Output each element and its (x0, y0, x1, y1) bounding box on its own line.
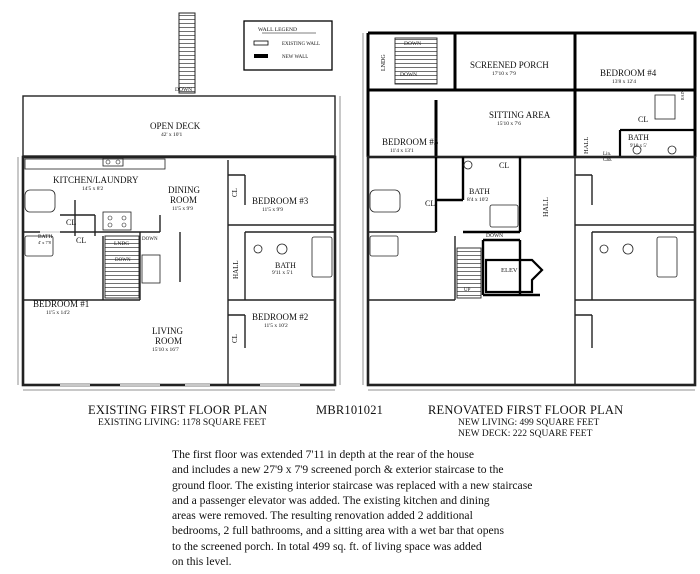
elevator (484, 258, 544, 294)
renovation-description: The first floor was extended 7'11 in dep… (172, 447, 592, 569)
renovated-plan-subtitle-2: NEW DECK: 222 SQUARE FEET (458, 429, 593, 439)
exterior-stair-down: DOWN (175, 87, 192, 93)
laundry-tub (24, 189, 56, 213)
label-up: UP (464, 288, 471, 293)
label-cl-1: CL (76, 236, 86, 245)
renovated-plan-title: RENOVATED FIRST FLOOR PLAN (428, 403, 624, 417)
renovated-plan-subtitle-1: NEW LIVING: 499 SQUARE FEET (458, 418, 600, 428)
description-line: bedrooms, 2 full bathrooms, and a sittin… (172, 524, 504, 538)
label-dining-room: ROOM (170, 195, 197, 205)
house-outline (21, 155, 337, 387)
description-line: ground floor. The existing interior stai… (172, 478, 533, 492)
dim-bedroom-3: 11'5 x 9'9 (262, 207, 283, 213)
label-porch-down-1: DOWN (404, 41, 421, 47)
legend-title: WALL LEGEND (258, 27, 297, 33)
label-cl-bed4: CL (638, 115, 648, 124)
description-line: areas were removed. The resulting renova… (172, 509, 473, 523)
label-bedroom-1: BEDROOM #1 (33, 299, 89, 309)
new-stair (456, 247, 482, 299)
dim-open-deck: 42' x 10'1 (161, 132, 182, 138)
label-porch-down-2: DOWN (400, 72, 417, 78)
dim-screened-porch: 17'10 x 7'9 (492, 71, 516, 77)
description-line: and a passenger elevator was added. The … (172, 493, 490, 507)
label-lndg: LNDG (114, 241, 129, 247)
dim-bedroom-5: 11'4 x 13'1 (390, 148, 414, 154)
plan-code: MBR101021 (316, 403, 384, 417)
new-wall-swatch (254, 54, 268, 58)
label-cl-bed5: CL (425, 199, 435, 208)
label-stair-down: DOWN (486, 233, 503, 239)
interior-stair (104, 235, 140, 299)
label-cl-bed2: CL (231, 334, 239, 343)
existing-plan-title: EXISTING FIRST FLOOR PLAN (88, 403, 268, 417)
label-kitchen: KITCHEN/LAUNDRY (53, 175, 139, 185)
wall-legend: WALL LEGEND EXISTING WALL NEW WALL (243, 20, 333, 71)
label-sitting-area: SITTING AREA (489, 110, 551, 120)
label-bedroom-5: BEDROOM #5 (382, 137, 439, 147)
dim-sitting-area: 15'10 x 7'6 (497, 121, 521, 127)
legend-existing: EXISTING WALL (282, 42, 320, 47)
label-renov-hall-2: HALL (583, 137, 590, 154)
existing-wall-swatch (253, 40, 269, 46)
renovated-house-outline (366, 155, 697, 387)
dim-living: 15'10 x 16'7 (152, 347, 179, 353)
label-renov-lndg: LNDG (381, 54, 387, 71)
dim-bath-4: 9'10 x 5' (630, 144, 647, 149)
label-bedroom-3: BEDROOM #3 (252, 196, 309, 206)
dim-bedroom-1: 11'5 x 14'2 (46, 310, 70, 316)
label-dining: DINING (168, 185, 200, 195)
label-hall: HALL (232, 260, 240, 279)
existing-plan-subtitle: EXISTING LIVING: 1178 SQUARE FEET (98, 418, 266, 428)
label-bedroom-4: BEDROOM #4 (600, 68, 657, 78)
label-renov-hall: HALL (541, 197, 550, 217)
label-down-1: DOWN (142, 237, 158, 242)
label-down-2: DOWN (115, 258, 131, 263)
label-bedroom-2: BEDROOM #2 (252, 312, 308, 322)
label-bath: BATH (275, 261, 296, 270)
legend-new: NEW WALL (282, 55, 308, 60)
label-screened-porch: SCREENED PORCH (470, 60, 549, 70)
dim-kitchen: 14'5 x 8'2 (82, 186, 103, 192)
description-line: The first floor was extended 7'11 in dep… (172, 448, 475, 461)
label-new-bath: BATH (469, 187, 490, 196)
label-cab: Cab. (603, 158, 612, 163)
dim-new-bath: 8'4 x 10'2 (467, 197, 488, 203)
dim-bedroom-2: 11'5 x 10'2 (264, 323, 288, 329)
label-cl-bath: CL (499, 161, 509, 170)
label-living-room: ROOM (155, 336, 182, 346)
label-open-deck: OPEN DECK (150, 121, 201, 131)
label-linen: Lin. (603, 152, 611, 157)
dim-dining: 11'5 x 9'9 (172, 206, 193, 212)
dim-bath: 9'11 x 5'1 (272, 270, 293, 276)
description-line: on this level. (172, 555, 232, 569)
label-cl-bed3: CL (231, 188, 239, 197)
existing-plan: DOWN (17, 12, 341, 391)
dim-bedroom-4: 13'8 x 12'4 (612, 79, 636, 85)
stove (102, 211, 132, 231)
label-bath-4: BATH (628, 133, 649, 142)
label-bath-small: BATH (38, 234, 52, 240)
label-rain: RAIN (680, 90, 685, 100)
exterior-stair (178, 12, 196, 94)
label-cl-2: CL (66, 218, 76, 227)
dim-bath-small: 4' x 7'8 (38, 240, 52, 245)
label-living: LIVING (152, 326, 183, 336)
description-line: and includes a new 27'9 x 7'9 screened p… (172, 463, 504, 477)
description-line: to the screened porch. In total 499 sq. … (172, 539, 482, 553)
label-elevator: ELEV (501, 267, 518, 274)
renovated-plan (362, 31, 697, 391)
